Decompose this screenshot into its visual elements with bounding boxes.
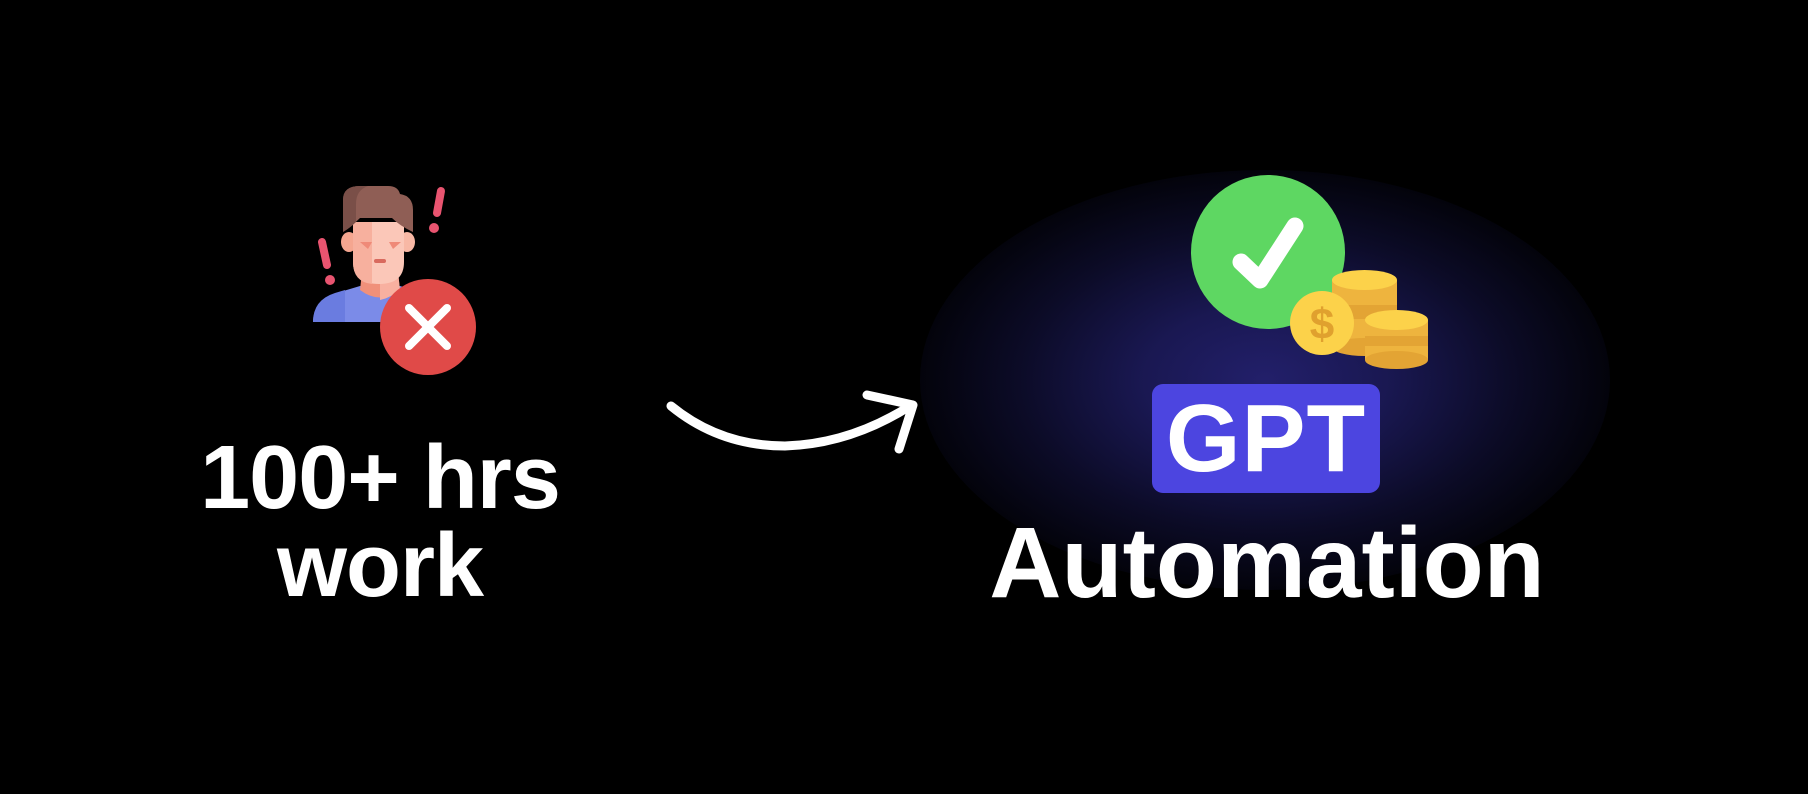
automation-title: Automation <box>989 507 1545 619</box>
hours-text: 100+ hrs <box>200 428 561 528</box>
exclamation-icon <box>318 187 445 285</box>
coin-stack-icon <box>1332 270 1428 369</box>
work-text: work <box>276 516 484 616</box>
gpt-badge: GPT <box>1152 384 1380 493</box>
dollar-coin-icon: $ <box>1290 291 1354 355</box>
close-x-icon <box>405 304 451 350</box>
svg-text:$: $ <box>1310 300 1334 349</box>
manual-work-label: 100+ hrs work <box>150 428 610 616</box>
checkmark-icon <box>1232 217 1304 289</box>
check-circle-icon <box>1191 175 1345 329</box>
